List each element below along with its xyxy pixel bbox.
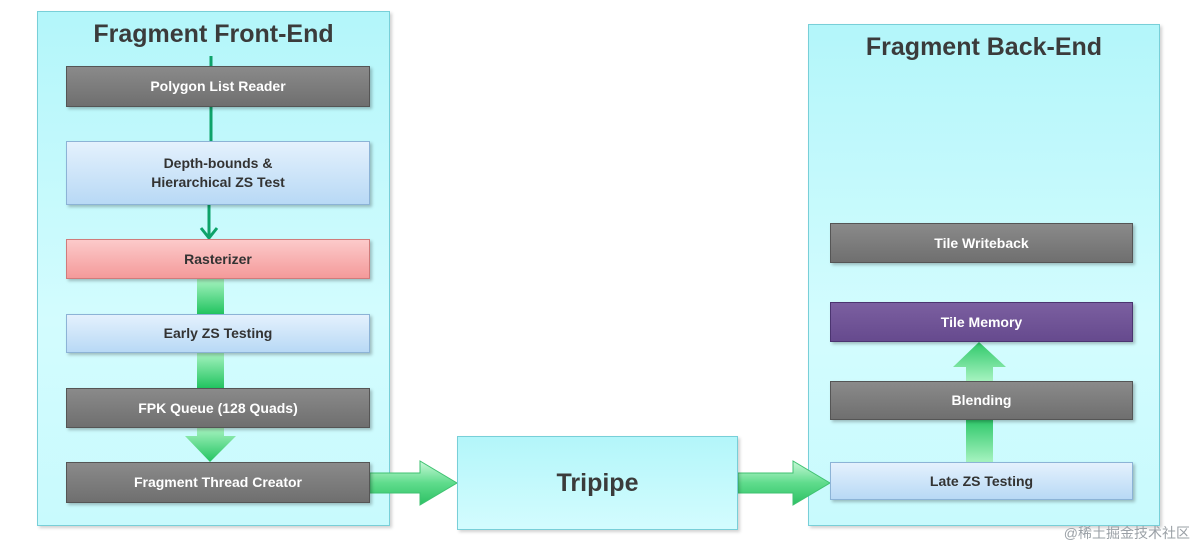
tile-writeback-label: Tile Writeback	[934, 234, 1029, 251]
blending-label: Blending	[951, 392, 1012, 408]
fpk-queue-box: FPK Queue (128 Quads)	[66, 388, 370, 428]
polygon-list-reader-label: Polygon List Reader	[150, 78, 286, 94]
arrowhead-depth-raster	[199, 227, 219, 241]
depth-bounds-box: Depth-bounds & Hierarchical ZS Test	[66, 141, 370, 205]
early-zs-testing-label: Early ZS Testing	[163, 325, 273, 341]
connector-early-fpk	[197, 353, 224, 388]
rasterizer-box: Rasterizer	[66, 239, 370, 279]
fpk-queue-label: FPK Queue (128 Quads)	[138, 399, 298, 416]
depth-bounds-label-line1: Depth-bounds &	[163, 155, 273, 171]
blending-box: Blending	[830, 381, 1133, 420]
tile-memory-label: Tile Memory	[940, 313, 1023, 330]
back-end-title: Fragment Back-End	[865, 33, 1103, 61]
arrow-fpk-to-creator	[185, 428, 236, 462]
late-zs-testing-box: Late ZS Testing	[830, 462, 1133, 500]
polygon-list-reader-box: Polygon List Reader	[66, 66, 370, 107]
tile-memory-box: Tile Memory	[830, 302, 1133, 342]
depth-bounds-label-line2: Hierarchical ZS Test	[151, 174, 285, 190]
tile-writeback-box: Tile Writeback	[830, 223, 1133, 263]
fragment-thread-creator-box: Fragment Thread Creator	[66, 462, 370, 503]
connector-latezs-blending	[966, 420, 993, 462]
late-zs-testing-label: Late ZS Testing	[929, 472, 1034, 489]
front-end-title: Fragment Front-End	[93, 20, 334, 48]
tripipe-box: Tripipe	[457, 436, 738, 530]
tripipe-label: Tripipe	[556, 468, 639, 497]
rasterizer-label: Rasterizer	[184, 250, 252, 267]
arrow-blending-to-memory	[953, 342, 1006, 381]
connector-raster-early	[197, 279, 224, 314]
fragment-thread-creator-label: Fragment Thread Creator	[133, 474, 303, 490]
watermark-text: @稀土掘金技术社区	[1063, 525, 1190, 541]
arrow-tripipe-to-latezs	[737, 460, 831, 506]
early-zs-testing-box: Early ZS Testing	[66, 314, 370, 353]
arrow-creator-to-tripipe	[369, 460, 458, 506]
